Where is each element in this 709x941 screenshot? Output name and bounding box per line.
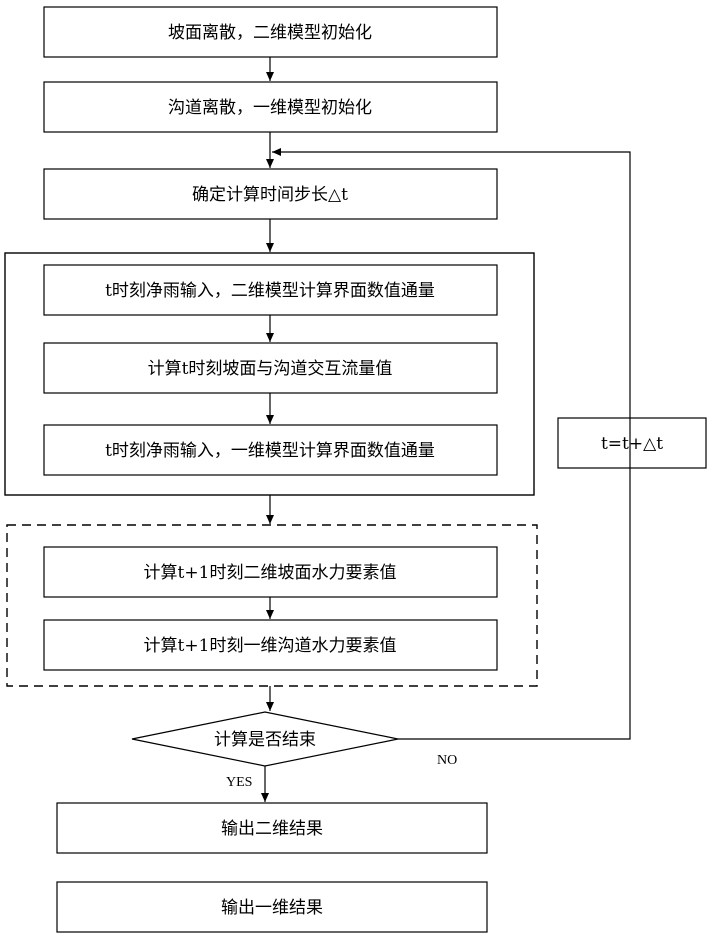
output-2d-text: 输出二维结果 [221, 819, 323, 839]
hydraulics-2d-text: 计算t+1时刻二维坡面水力要素值 [144, 563, 397, 583]
output-1d-text: 输出一维结果 [221, 898, 323, 918]
discretize-channel-box [43, 81, 498, 133]
exchange-flow-text: 计算t时刻坡面与沟道交互流量值 [148, 359, 393, 379]
output-1d-box [56, 881, 488, 933]
set-time-step-text: 确定计算时间步长△t [192, 185, 348, 205]
flux-1d-box [43, 424, 498, 476]
edge-label-no: NO [437, 753, 457, 768]
discretize-slope-text: 坡面离散，二维模型初始化 [168, 23, 372, 43]
set-time-step-box [43, 168, 498, 220]
time-update-text: t=t+△t [601, 434, 663, 454]
time-update-box [557, 417, 707, 469]
flux-2d-text: t时刻净雨输入，二维模型计算界面数值通量 [105, 281, 435, 301]
discretize-channel-text: 沟道离散，一维模型初始化 [168, 98, 372, 118]
flux-1d-text: t时刻净雨输入，一维模型计算界面数值通量 [105, 441, 435, 461]
flux-2d-box [43, 264, 498, 316]
hydraulics-1d-text: 计算t+1时刻一维沟道水力要素值 [144, 636, 397, 656]
edge-label-yes: YES [226, 775, 252, 790]
output-2d-box [56, 802, 488, 854]
decision-end-text: 计算是否结束 [214, 730, 316, 750]
hydraulics-1d-box [43, 619, 498, 671]
hydraulics-2d-box [43, 546, 498, 598]
arrow-no-loop [272, 148, 631, 740]
